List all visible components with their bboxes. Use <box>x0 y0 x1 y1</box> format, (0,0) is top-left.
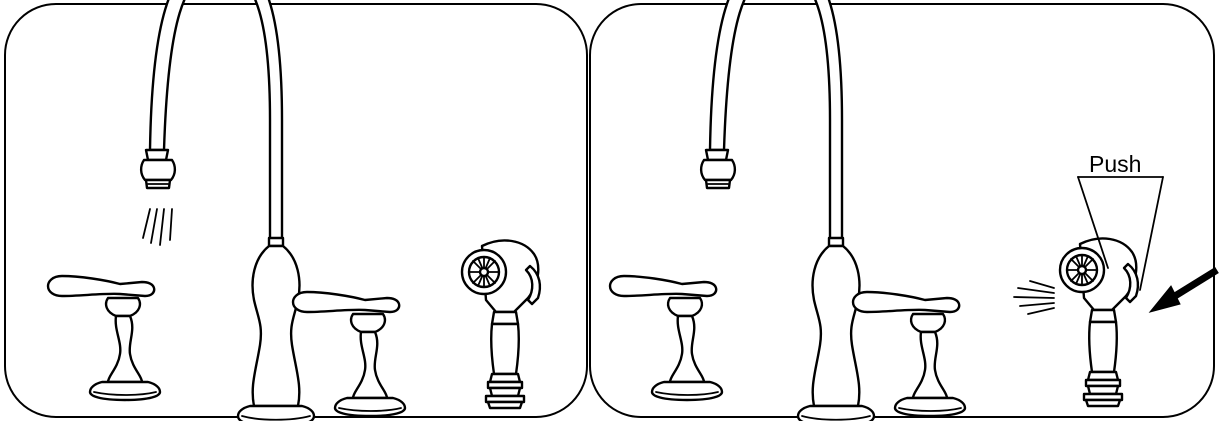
push-arrow-icon <box>1150 270 1217 312</box>
water-stream-icon <box>143 209 172 245</box>
push-label: Push <box>1089 151 1141 178</box>
sprayer-left <box>462 240 540 408</box>
sprayer-right <box>1060 238 1138 406</box>
handle-right-cold <box>853 292 965 416</box>
handle-left-hot <box>48 276 160 400</box>
spout-left <box>141 0 314 421</box>
spray-lines-icon <box>1014 281 1054 314</box>
handle-left-cold <box>293 292 405 416</box>
spout-right <box>701 0 874 421</box>
handle-right-hot <box>610 276 722 400</box>
